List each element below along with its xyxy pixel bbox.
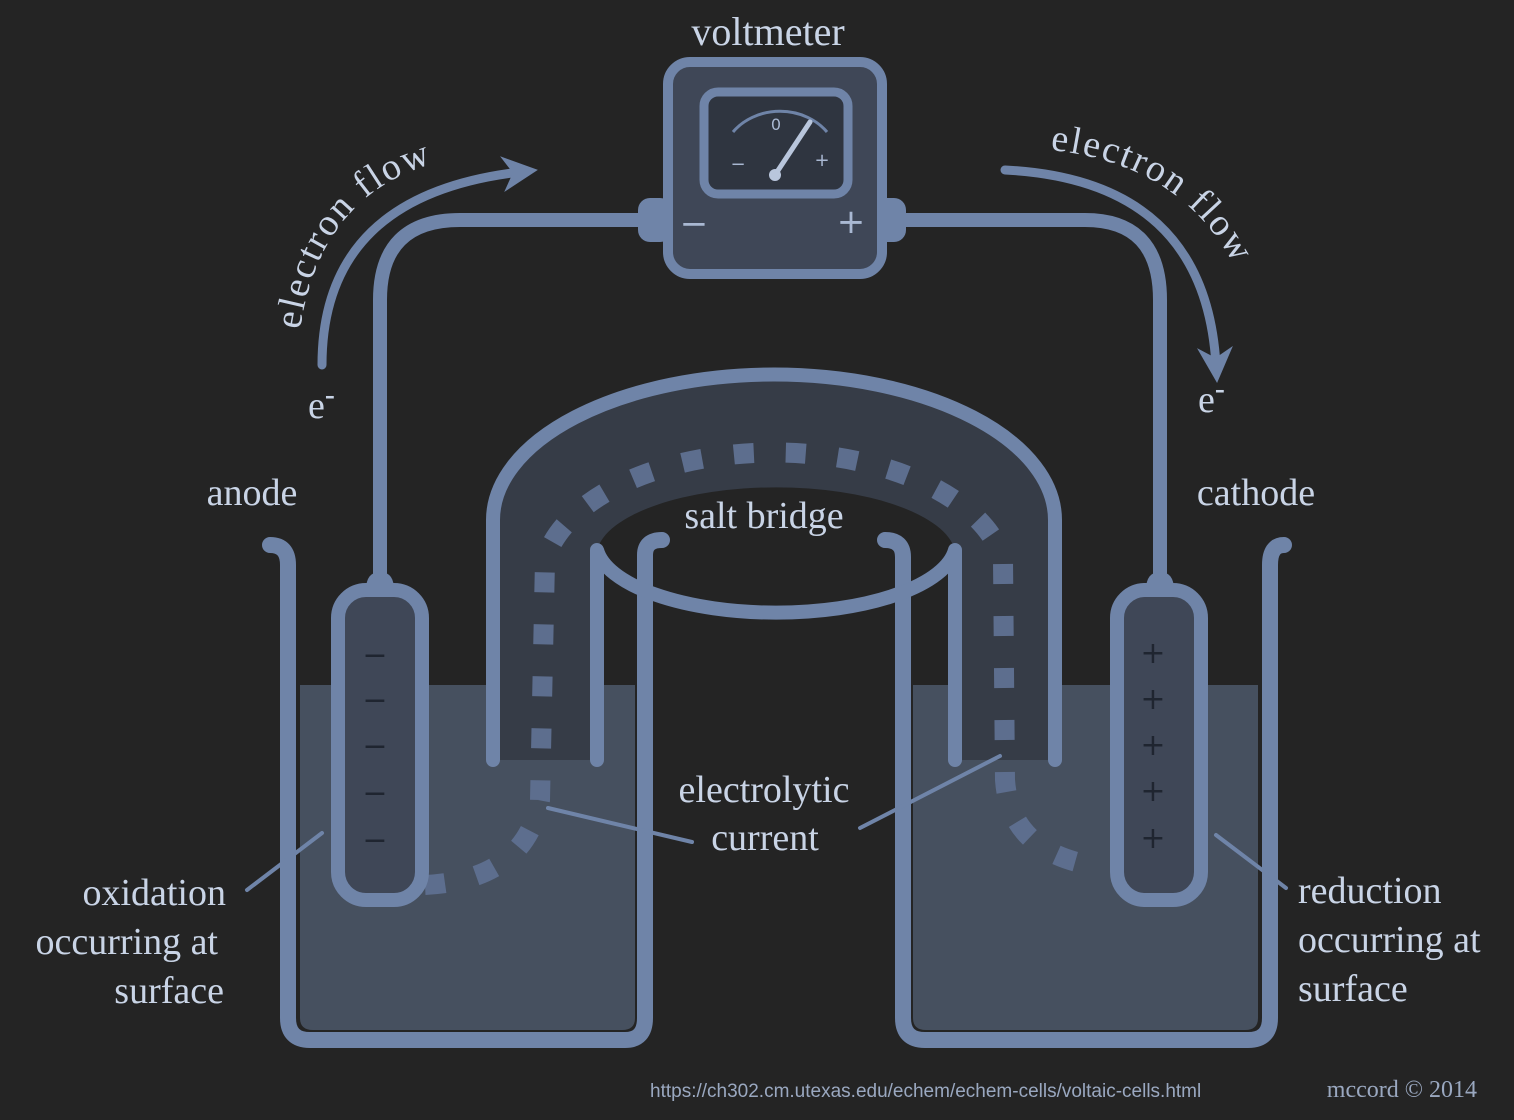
anode-wire [373, 213, 657, 582]
ion-current-path [424, 442, 1093, 895]
voltmeter: − 0 + − + [638, 57, 906, 279]
anode-electrode: − − − − − [331, 572, 429, 907]
reduction-label-line1: reduction [1298, 870, 1442, 912]
dial-zero: 0 [771, 115, 781, 134]
dial-pivot [769, 169, 781, 181]
salt-bridge-body [493, 374, 1055, 760]
electron-flow-label-right: electron flow [1049, 117, 1263, 270]
current-pointer-right [858, 754, 1002, 830]
cathode-charge-5: + [1140, 821, 1165, 856]
cathode-charge-4: + [1140, 774, 1165, 809]
right-beaker-wall [877, 532, 1292, 1048]
voltmeter-negative-terminal-label: − [680, 204, 709, 244]
electron-symbol-left: e- [308, 378, 335, 427]
anode-charge-5: − [362, 823, 387, 858]
dial-scale [731, 109, 829, 133]
cathode-charge-1: + [1140, 636, 1165, 671]
current-pointer-left [546, 806, 694, 844]
dial-minus: − [730, 154, 745, 175]
reduction-pointer [1214, 833, 1288, 890]
salt-bridge-outer-wall [486, 367, 1062, 767]
reduction-label-line3: surface [1298, 968, 1408, 1010]
oxidation-label-line1: oxidation [82, 872, 226, 914]
credit: mccord © 2014 [1327, 1077, 1477, 1103]
voltmeter-dial [699, 87, 853, 199]
oxidation-label-line2: occurring at [35, 921, 218, 963]
left-beaker-wall [262, 532, 670, 1048]
reduction-label-line2: occurring at [1298, 919, 1481, 961]
anode-charge-1: − [362, 638, 387, 673]
cathode-label: cathode [1197, 472, 1315, 514]
electron-flow-arrow-left [317, 156, 538, 370]
salt-bridge-inner-wall [590, 543, 962, 767]
electrolytic-current-label-line2: current [711, 817, 819, 859]
anode-charge-2: − [362, 683, 387, 718]
right-beaker [877, 532, 1292, 1048]
voltmeter-label: voltmeter [691, 9, 844, 54]
salt-bridge-label: salt bridge [684, 495, 843, 537]
oxidation-pointer [245, 831, 324, 892]
oxidation-label-line3: surface [114, 970, 224, 1012]
cathode-wire [893, 213, 1167, 582]
source-url: https://ch302.cm.utexas.edu/echem/echem-… [650, 1081, 1201, 1102]
dial-plus: + [814, 150, 829, 171]
electron-symbol-right: e- [1198, 372, 1225, 421]
electrolytic-current-label-line1: electrolytic [679, 769, 850, 811]
dial-needle [772, 119, 813, 178]
cathode-electrode: + + + + + [1110, 572, 1208, 907]
anode-charge-4: − [362, 776, 387, 811]
anode-label: anode [207, 472, 298, 514]
electron-flow-arrow-right [1000, 165, 1233, 383]
voltmeter-positive-terminal-label: + [837, 202, 866, 242]
anode-charge-3: − [362, 729, 387, 764]
cathode-charge-2: + [1140, 682, 1165, 717]
cathode-charge-3: + [1140, 728, 1165, 763]
salt-bridge [424, 367, 1093, 895]
